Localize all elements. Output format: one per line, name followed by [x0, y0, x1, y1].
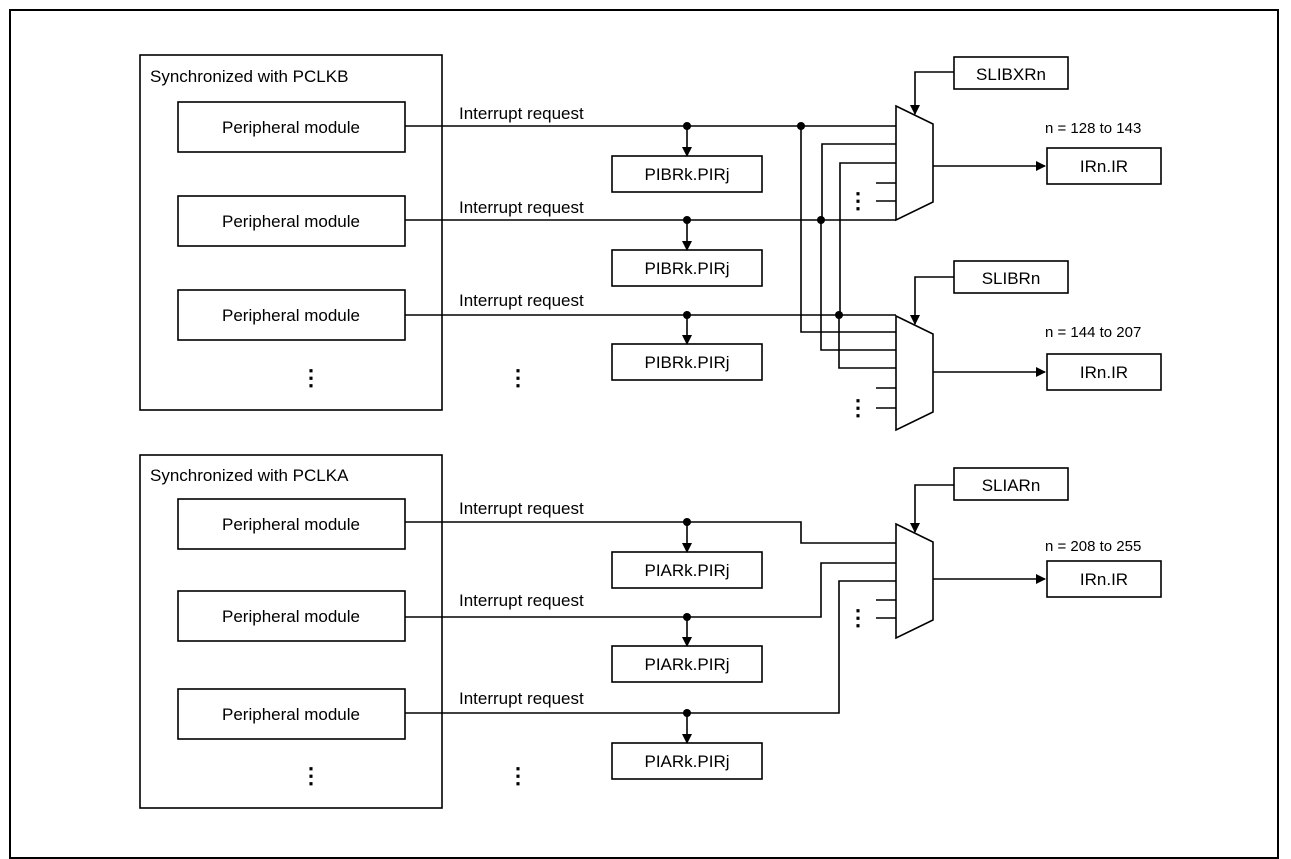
pclkb-module-1-label: Peripheral module	[222, 118, 360, 137]
piar-junction-2	[683, 613, 691, 621]
irn-ir-box-2	[1046, 353, 1162, 391]
pclka-module-2-label: Peripheral module	[222, 607, 360, 626]
pclkb-module-3	[177, 289, 406, 341]
pclkb-module-3-label: Peripheral module	[222, 306, 360, 325]
pibr-register-1-label: PIBRk.PIRj	[644, 165, 729, 184]
piar-junction-1	[683, 518, 691, 526]
pclka-module-3	[177, 688, 406, 740]
mux3-input-continuation: ⋮	[847, 605, 869, 630]
selector-mux-3	[895, 522, 934, 640]
pclkb-module-2	[177, 195, 406, 247]
pibr-junction-1	[683, 122, 691, 130]
pclkb-request-label-1: Interrupt request	[459, 104, 584, 123]
slibr-register-label: SLIBRn	[982, 269, 1041, 288]
piar-register-2-label: PIARk.PIRj	[644, 655, 729, 674]
pclkb-module-continuation: ⋮	[300, 365, 322, 390]
piar-continuation: ⋮	[507, 763, 529, 788]
mux1-input-2	[821, 143, 896, 220]
irn-ir-box-1	[1046, 147, 1162, 185]
route-3-to-mux2	[838, 315, 896, 369]
pclka-module-1	[177, 498, 406, 550]
pibr-register-2	[611, 249, 763, 287]
pclkb-request-label-2: Interrupt request	[459, 198, 584, 217]
slibxr-register-label: SLIBXRn	[976, 65, 1046, 84]
irn-ir-label-2: IRn.IR	[1080, 363, 1128, 382]
pclka-request-label-2: Interrupt request	[459, 591, 584, 610]
pclka-request-label-3: Interrupt request	[459, 689, 584, 708]
pclkb-module-1	[177, 101, 406, 153]
pibr-register-3	[611, 343, 763, 381]
pibr-register-3-label: PIBRk.PIRj	[644, 353, 729, 372]
piar-register-3-label: PIARk.PIRj	[644, 752, 729, 771]
piar-register-1	[611, 551, 763, 589]
slibxr-register	[953, 56, 1069, 90]
pclka-module-1-label: Peripheral module	[222, 515, 360, 534]
mux2-input-continuation: ⋮	[847, 395, 869, 420]
slibr-register	[953, 260, 1069, 294]
route-1-to-mux2	[800, 126, 896, 333]
selector-mux-1	[895, 104, 934, 222]
pibr-junction-3	[683, 311, 691, 319]
irn-ir-label-1: IRn.IR	[1080, 157, 1128, 176]
irn-ir-label-3: IRn.IR	[1080, 570, 1128, 589]
range-144-207: n = 144 to 207	[1045, 324, 1141, 341]
mux1-input-3	[839, 162, 896, 315]
pclkb-group-title: Synchronized with PCLKB	[150, 67, 348, 86]
sliar-register	[953, 467, 1069, 501]
pclkb-request-label-3: Interrupt request	[459, 291, 584, 310]
piar-junction-3	[683, 709, 691, 717]
selector-mux-2	[895, 314, 934, 432]
pibr-register-1	[611, 155, 763, 193]
pclkb-module-2-label: Peripheral module	[222, 212, 360, 231]
irn-ir-box-3	[1046, 560, 1162, 598]
route-2-to-mux2	[820, 220, 896, 351]
slibxr-control-line	[910, 71, 954, 115]
pclka-module-3-label: Peripheral module	[222, 705, 360, 724]
mux1-input-continuation: ⋮	[847, 188, 869, 213]
route-junction-2	[817, 216, 825, 224]
sliar-register-label: SLIARn	[982, 476, 1041, 495]
pclka-group-title: Synchronized with PCLKA	[150, 466, 349, 485]
pclka-request-line-2	[405, 562, 896, 618]
route-junction-1	[797, 122, 805, 130]
route-junction-3	[835, 311, 843, 319]
pibr-continuation: ⋮	[507, 365, 529, 390]
pibr-junction-2	[683, 216, 691, 224]
pclka-module-2	[177, 590, 406, 642]
sliar-control-line	[910, 484, 954, 533]
range-128-143: n = 128 to 143	[1045, 120, 1141, 137]
pclka-request-line-3	[405, 580, 896, 714]
pclka-request-line-1	[405, 521, 896, 544]
range-208-255: n = 208 to 255	[1045, 538, 1141, 555]
slibr-control-line	[910, 276, 954, 325]
pclka-module-continuation: ⋮	[300, 763, 322, 788]
pibr-register-2-label: PIBRk.PIRj	[644, 259, 729, 278]
piar-register-1-label: PIARk.PIRj	[644, 561, 729, 580]
pclka-request-label-1: Interrupt request	[459, 499, 584, 518]
